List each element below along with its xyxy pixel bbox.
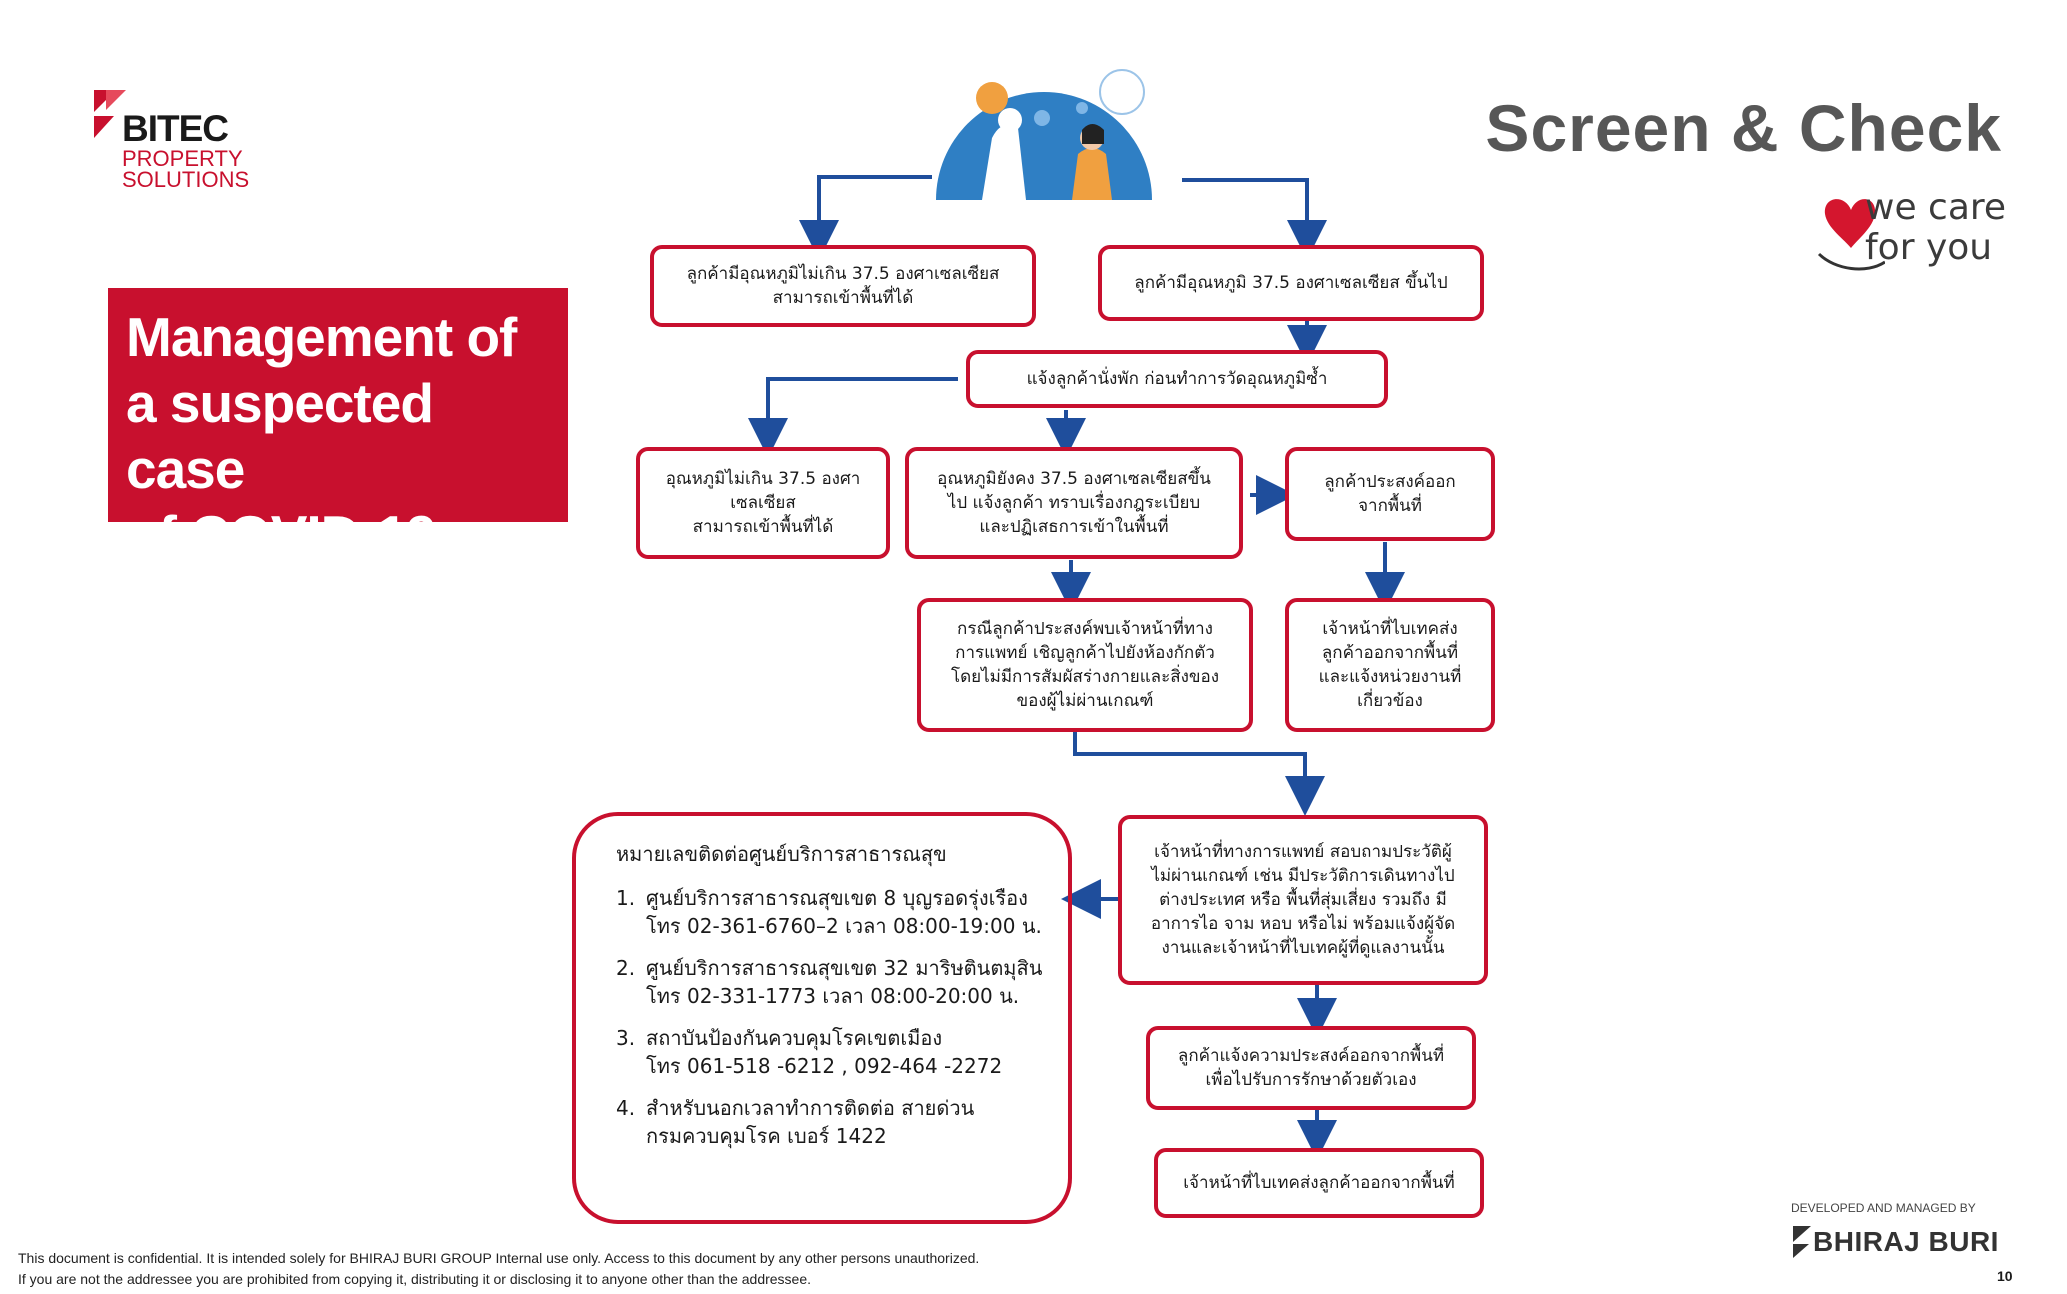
- logo-subtitle: PROPERTY SOLUTIONS: [122, 146, 250, 192]
- developed-by-label: DEVELOPED AND MANAGED BY: [1791, 1201, 1976, 1215]
- flow-node-isolation-room: กรณีลูกค้าประสงค์พบเจ้าหน้าที่ทาง การแพท…: [917, 598, 1253, 732]
- arrow-to-recheck-normal: [748, 377, 958, 458]
- contact-number: 1.: [616, 886, 636, 910]
- flow-node-escort-out: เจ้าหน้าที่ไบเทคส่ง ลูกค้าออกจากพื้นที่ …: [1285, 598, 1495, 732]
- contact-number: 3.: [616, 1026, 636, 1050]
- flow-node-medical-interview: เจ้าหน้าที่ทางการแพทย์ สอบถามประวัติผู้ …: [1118, 815, 1488, 985]
- flow-node-self-treatment: ลูกค้าแจ้งความประสงค์ออกจากพื้นที่ เพื่อ…: [1146, 1026, 1476, 1110]
- arrow-to-high-temp: [1182, 178, 1327, 260]
- contact-text: ศูนย์บริการสาธารณสุขเขต 8 บุญรอดรุ่งเรือ…: [646, 886, 1042, 938]
- page-title: Screen & Check: [1485, 91, 2002, 165]
- flow-node-recheck-high: อุณหภูมิยังคง 37.5 องศาเซลเซียสขึ้น ไป แ…: [905, 447, 1243, 559]
- virus-badge-icon: [976, 82, 1008, 114]
- tagline-text: we care for you: [1865, 187, 2007, 268]
- bitec-logo-mark: [94, 90, 126, 138]
- public-health-contacts: หมายเลขติดต่อศูนย์บริการสาธารณสุข 1. ศูน…: [572, 812, 1072, 1224]
- we-care-tagline: we care for you: [1815, 188, 2025, 288]
- bhiraj-wordmark: BHIRAJ BURI: [1813, 1226, 1999, 1257]
- contact-number: 2.: [616, 956, 636, 980]
- bitec-logo: BITEC PROPERTY SOLUTIONS: [92, 88, 292, 198]
- contact-text: สำหรับนอกเวลาทำการติดต่อ สายด่วน กรมควบค…: [646, 1096, 975, 1148]
- bhiraj-buri-logo: BHIRAJ BURI: [1791, 1220, 2011, 1264]
- customer-figure: [1072, 148, 1112, 200]
- logo-wordmark: BITEC: [122, 108, 229, 149]
- section-title-block: Management of a suspected case of COVID-…: [108, 288, 568, 566]
- medical-staff-figure: [982, 124, 1026, 200]
- flow-node-wish-to-leave: ลูกค้าประสงค์ออก จากพื้นที่: [1285, 447, 1495, 541]
- bhiraj-logo-mark: [1793, 1226, 1811, 1258]
- flow-node-normal-temp: ลูกค้ามีอุณหภูมิไม่เกิน 37.5 องศาเซลเซีย…: [650, 245, 1036, 327]
- temperature-screening-illustration: [936, 69, 1152, 200]
- arrow-to-normal-temp: [799, 175, 932, 260]
- arrow-to-medical-interview: [1073, 732, 1325, 816]
- heart-icon: [1817, 199, 1885, 271]
- contact-item: 3. สถาบันป้องกันควบคุมโรคเขตเมือง โทร 06…: [616, 1024, 1048, 1080]
- flow-node-high-temp: ลูกค้ามีอุณหภูมิ 37.5 องศาเซลเซียส ขึ้นไ…: [1098, 245, 1484, 321]
- flow-node-rest-recheck: แจ้งลูกค้านั่งพัก ก่อนทำการวัดอุณหภูมิซ้…: [966, 350, 1388, 408]
- contact-item: 4. สำหรับนอกเวลาทำการติดต่อ สายด่วน กรมค…: [616, 1094, 1048, 1150]
- contact-item: 1. ศูนย์บริการสาธารณสุขเขต 8 บุญรอดรุ่งเ…: [616, 884, 1048, 940]
- contacts-heading: หมายเลขติดต่อศูนย์บริการสาธารณสุข: [616, 842, 947, 866]
- contact-item: 2. ศูนย์บริการสาธารณสุขเขต 32 มาริษตินตม…: [616, 954, 1048, 1010]
- page-number: 10: [1997, 1268, 2013, 1284]
- flow-node-recheck-normal: อุณหภูมิไม่เกิน 37.5 องศา เซลเซียส สามาร…: [636, 447, 890, 559]
- thermometer-badge-icon: [1099, 69, 1145, 115]
- flow-node-exit: เจ้าหน้าที่ไบเทคส่งลูกค้าออกจากพื้นที่: [1154, 1148, 1484, 1218]
- contact-text: ศูนย์บริการสาธารณสุขเขต 32 มาริษตินตมุสิ…: [646, 956, 1043, 1008]
- contact-number: 4.: [616, 1096, 636, 1120]
- contact-text: สถาบันป้องกันควบคุมโรคเขตเมือง โทร 061-5…: [646, 1026, 1003, 1078]
- confidentiality-footer: This document is confidential. It is int…: [18, 1250, 980, 1287]
